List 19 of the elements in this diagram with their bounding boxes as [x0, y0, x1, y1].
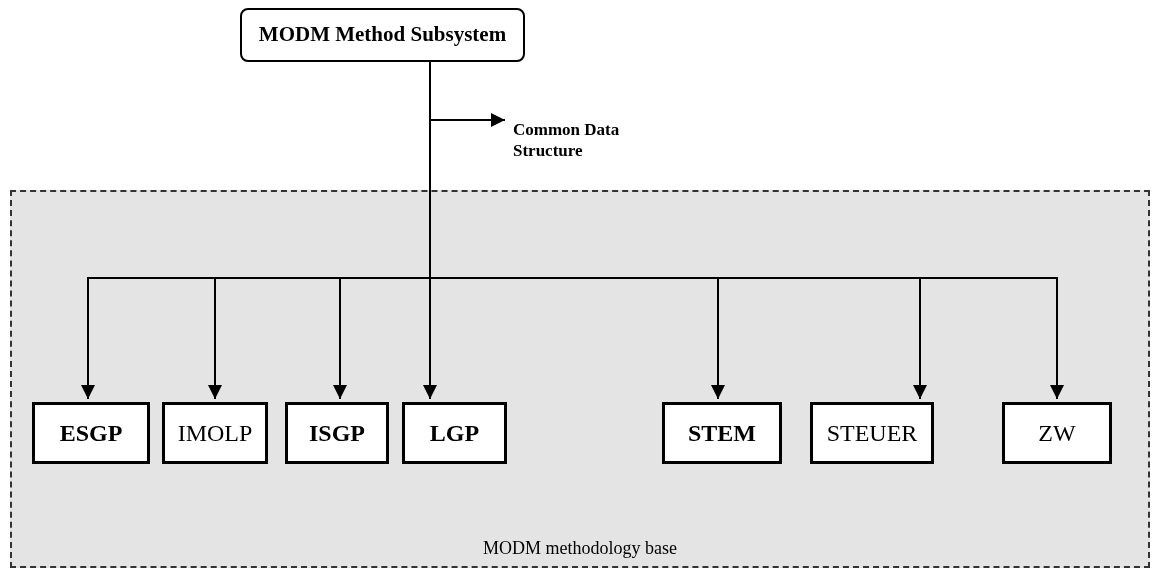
node-label: MODM methodology base	[483, 537, 677, 560]
process-box	[285, 402, 389, 464]
process-box	[32, 402, 150, 464]
node-label: Common Data Structure	[513, 118, 621, 162]
node-label: STEM	[688, 419, 756, 448]
node-label: MODM Method Subsystem	[258, 21, 507, 49]
node-label: ZW	[1038, 419, 1076, 448]
process-box	[810, 402, 934, 464]
node-label: ESGP	[59, 419, 123, 448]
process-box	[402, 402, 507, 464]
process-box	[240, 8, 525, 62]
process-box	[1002, 402, 1112, 464]
node-label: IMOLP	[177, 419, 253, 448]
node-label: ISGP	[309, 419, 365, 448]
node-label: LGP	[429, 419, 480, 448]
node-label: STEUER	[826, 419, 918, 448]
dashed-region	[10, 190, 1150, 568]
process-box	[162, 402, 268, 464]
process-box	[662, 402, 782, 464]
